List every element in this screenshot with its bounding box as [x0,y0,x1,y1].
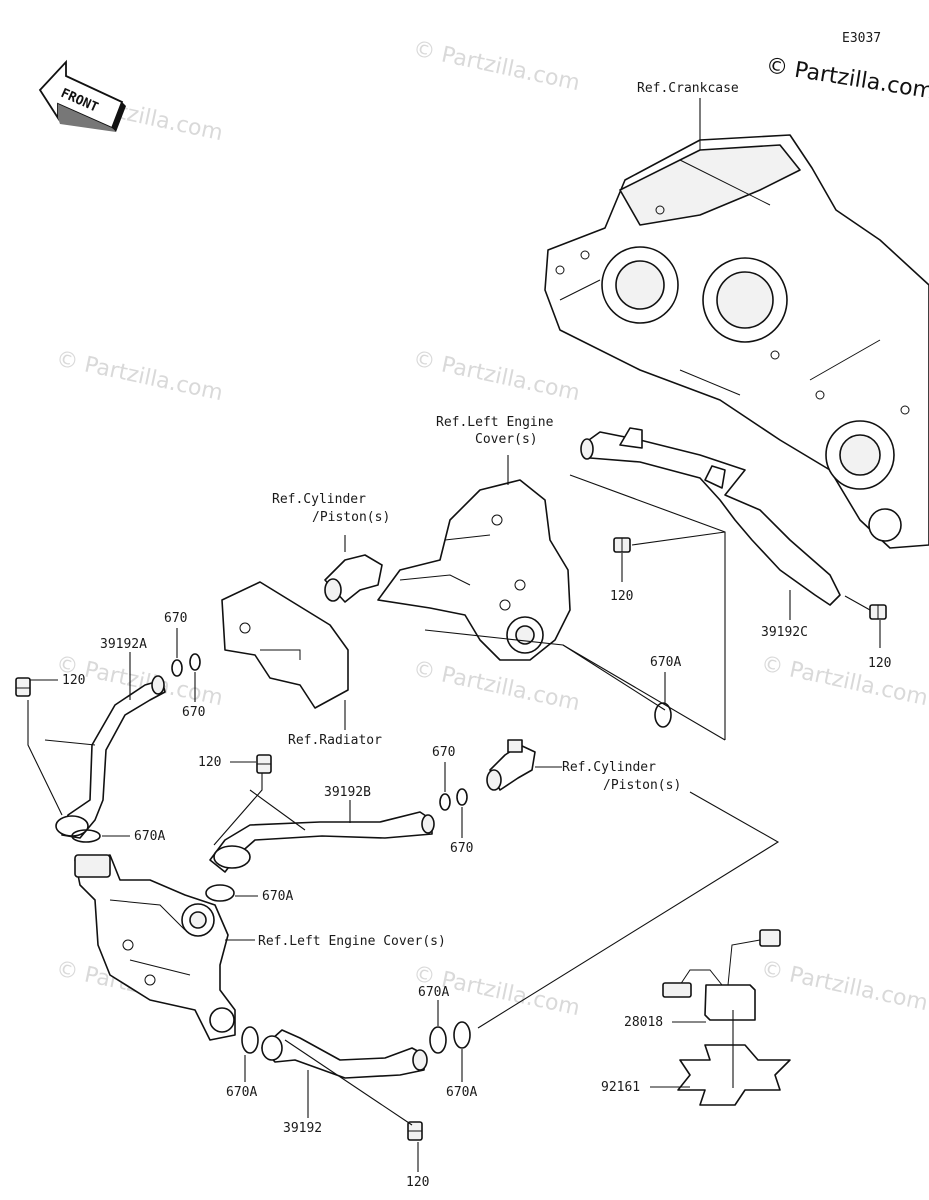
o-ring-670a[interactable] [205,884,235,902]
left-engine-cover-lower[interactable] [74,854,236,1041]
o-ring-670a[interactable] [71,829,101,843]
watermark: © Partzilla.com [759,651,929,711]
diagram-code: E3037 [842,31,881,46]
o-ring-670[interactable] [456,788,468,806]
part-28018-label: 28018 [624,1015,663,1030]
ref-cylinder-label: /Piston(s) [312,510,390,525]
pad-92161[interactable] [677,1044,791,1106]
ref-cylinder-label: /Piston(s) [603,778,681,793]
hose-39192a[interactable] [55,675,166,839]
ref-crankcase-label: Ref.Crankcase [637,81,739,96]
bolt-120-right-a[interactable] [613,537,631,553]
ref-cylinder-label: Ref.Cylinder [272,492,366,507]
ref-left-engine-cover-label: Cover(s) [475,432,538,447]
watermark: © Partzilla.com [411,346,582,406]
left-engine-cover-upper[interactable] [377,479,571,661]
watermark: © Partzilla.com [411,656,582,716]
part-120-label: 120 [406,1175,429,1190]
part-670a-label: 670A [226,1085,257,1100]
cylinder-fitting-mid[interactable] [486,739,536,791]
part-670a-label: 670A [134,829,165,844]
part-670-label: 670 [164,611,187,626]
o-ring-670a[interactable] [654,702,672,728]
part-120-label: 120 [610,589,633,604]
ref-cylinder-label: Ref.Cylinder [562,760,656,775]
ref-radiator-label: Ref.Radiator [288,733,382,748]
hose-39192b[interactable] [209,811,435,873]
part-120-label: 120 [198,755,221,770]
o-ring-670[interactable] [189,653,201,671]
watermark: © Partzilla.com [759,956,929,1016]
part-39192a-label: 39192A [100,637,147,652]
module-28018[interactable] [662,929,781,1021]
bolt-120-bottom[interactable] [407,1121,423,1141]
o-ring-670a[interactable] [429,1026,447,1054]
o-ring-670[interactable] [439,793,451,811]
bolt-120-left[interactable] [15,677,31,697]
o-ring-670[interactable] [171,659,183,677]
part-670a-label: 670A [650,655,681,670]
bolt-120-mid[interactable] [256,754,272,774]
part-670-label: 670 [432,745,455,760]
ref-left-engine-cover-label: Ref.Left Engine [436,415,554,430]
part-39192c-label: 39192C [761,625,808,640]
hose-39192c[interactable] [580,427,841,606]
o-ring-670a[interactable] [453,1021,471,1049]
o-ring-670a[interactable] [241,1026,259,1054]
part-670-label: 670 [182,705,205,720]
hose-39192[interactable] [261,1029,428,1079]
part-670a-label: 670A [262,889,293,904]
ref-left-engine-cover-label: Ref.Left Engine Cover(s) [258,934,446,949]
part-39192b-label: 39192B [324,785,371,800]
radiator[interactable] [221,581,349,709]
part-39192-label: 39192 [283,1121,322,1136]
part-120-label: 120 [868,656,891,671]
part-92161-label: 92161 [601,1080,640,1095]
part-670a-label: 670A [446,1085,477,1100]
brand-logo: © Partzilla.com [764,53,929,104]
bolt-120-right-b[interactable] [869,604,887,620]
watermark: © Partzilla.com [54,346,225,406]
part-120-label: 120 [62,673,85,688]
part-670a-label: 670A [418,985,449,1000]
crankcase[interactable] [544,120,929,549]
front-arrow-icon: FRONT [38,59,126,132]
watermark: © Partzilla.com [411,36,582,96]
cylinder-fitting-upper[interactable] [324,554,383,603]
part-670-label: 670 [450,841,473,856]
